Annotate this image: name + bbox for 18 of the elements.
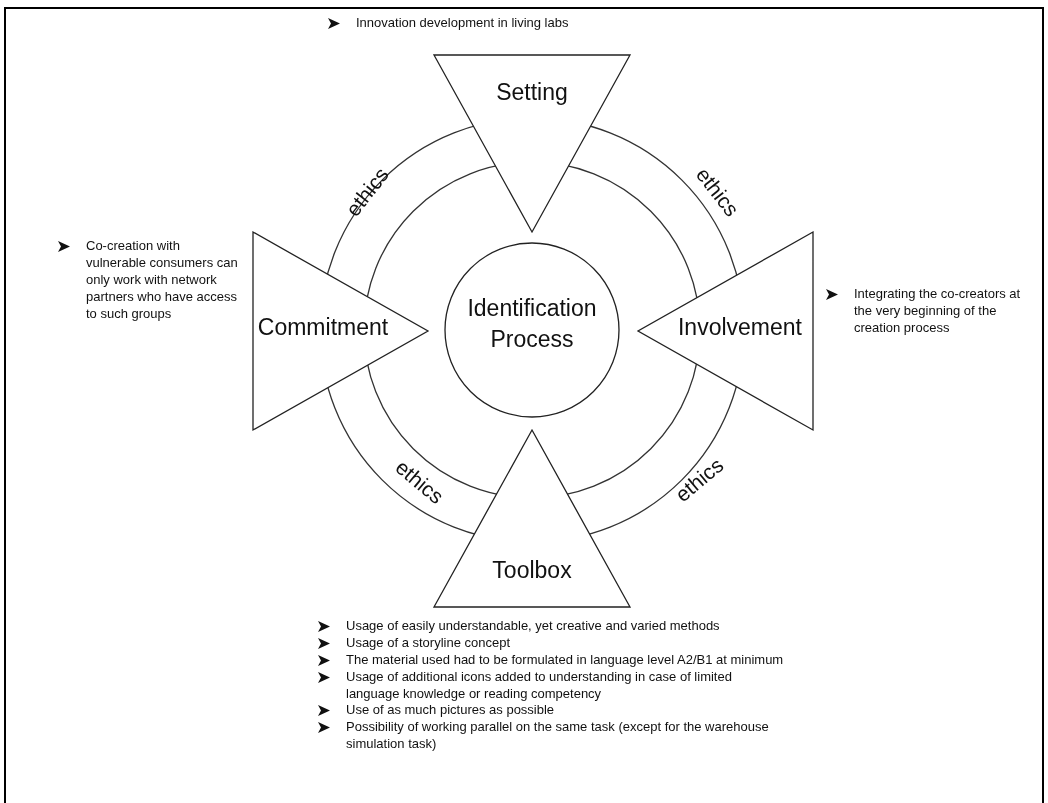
bullet-text: Usage of additional icons added to understanding in case of limited language knowledge or reading competency [346,668,732,701]
node-label: Commitment [256,313,390,342]
triangle-shape [434,55,630,232]
node-label: Involvement [677,313,803,342]
bullet-text: Co-creation with vulnerable consumers can only work with network partners who have access to such groups [86,238,238,321]
bullet-text: Usage of a storyline concept [346,634,511,650]
triangle-shape [638,232,813,430]
node-label: Setting [495,78,569,107]
bullet-text: Innovation development in living labs [356,15,569,30]
bullet-text: The material used had to be formulated in language level A2/B1 at minimum [346,651,784,667]
node-label: Toolbox [491,556,573,585]
node-label: Identification Process [466,294,598,355]
bullet-text: Use of as much pictures as possible [346,702,555,718]
bullet-text: Possibility of working parallel on the same task (except for the warehouse simulation task) [346,719,769,752]
process-circle [445,243,619,417]
triangle-shape [253,232,428,430]
bullet-text: Integrating the co-creators at the very beginning of the creation process [854,286,1021,335]
bullet-text: Usage of easily understandable, yet creative and varied methods [346,618,720,633]
